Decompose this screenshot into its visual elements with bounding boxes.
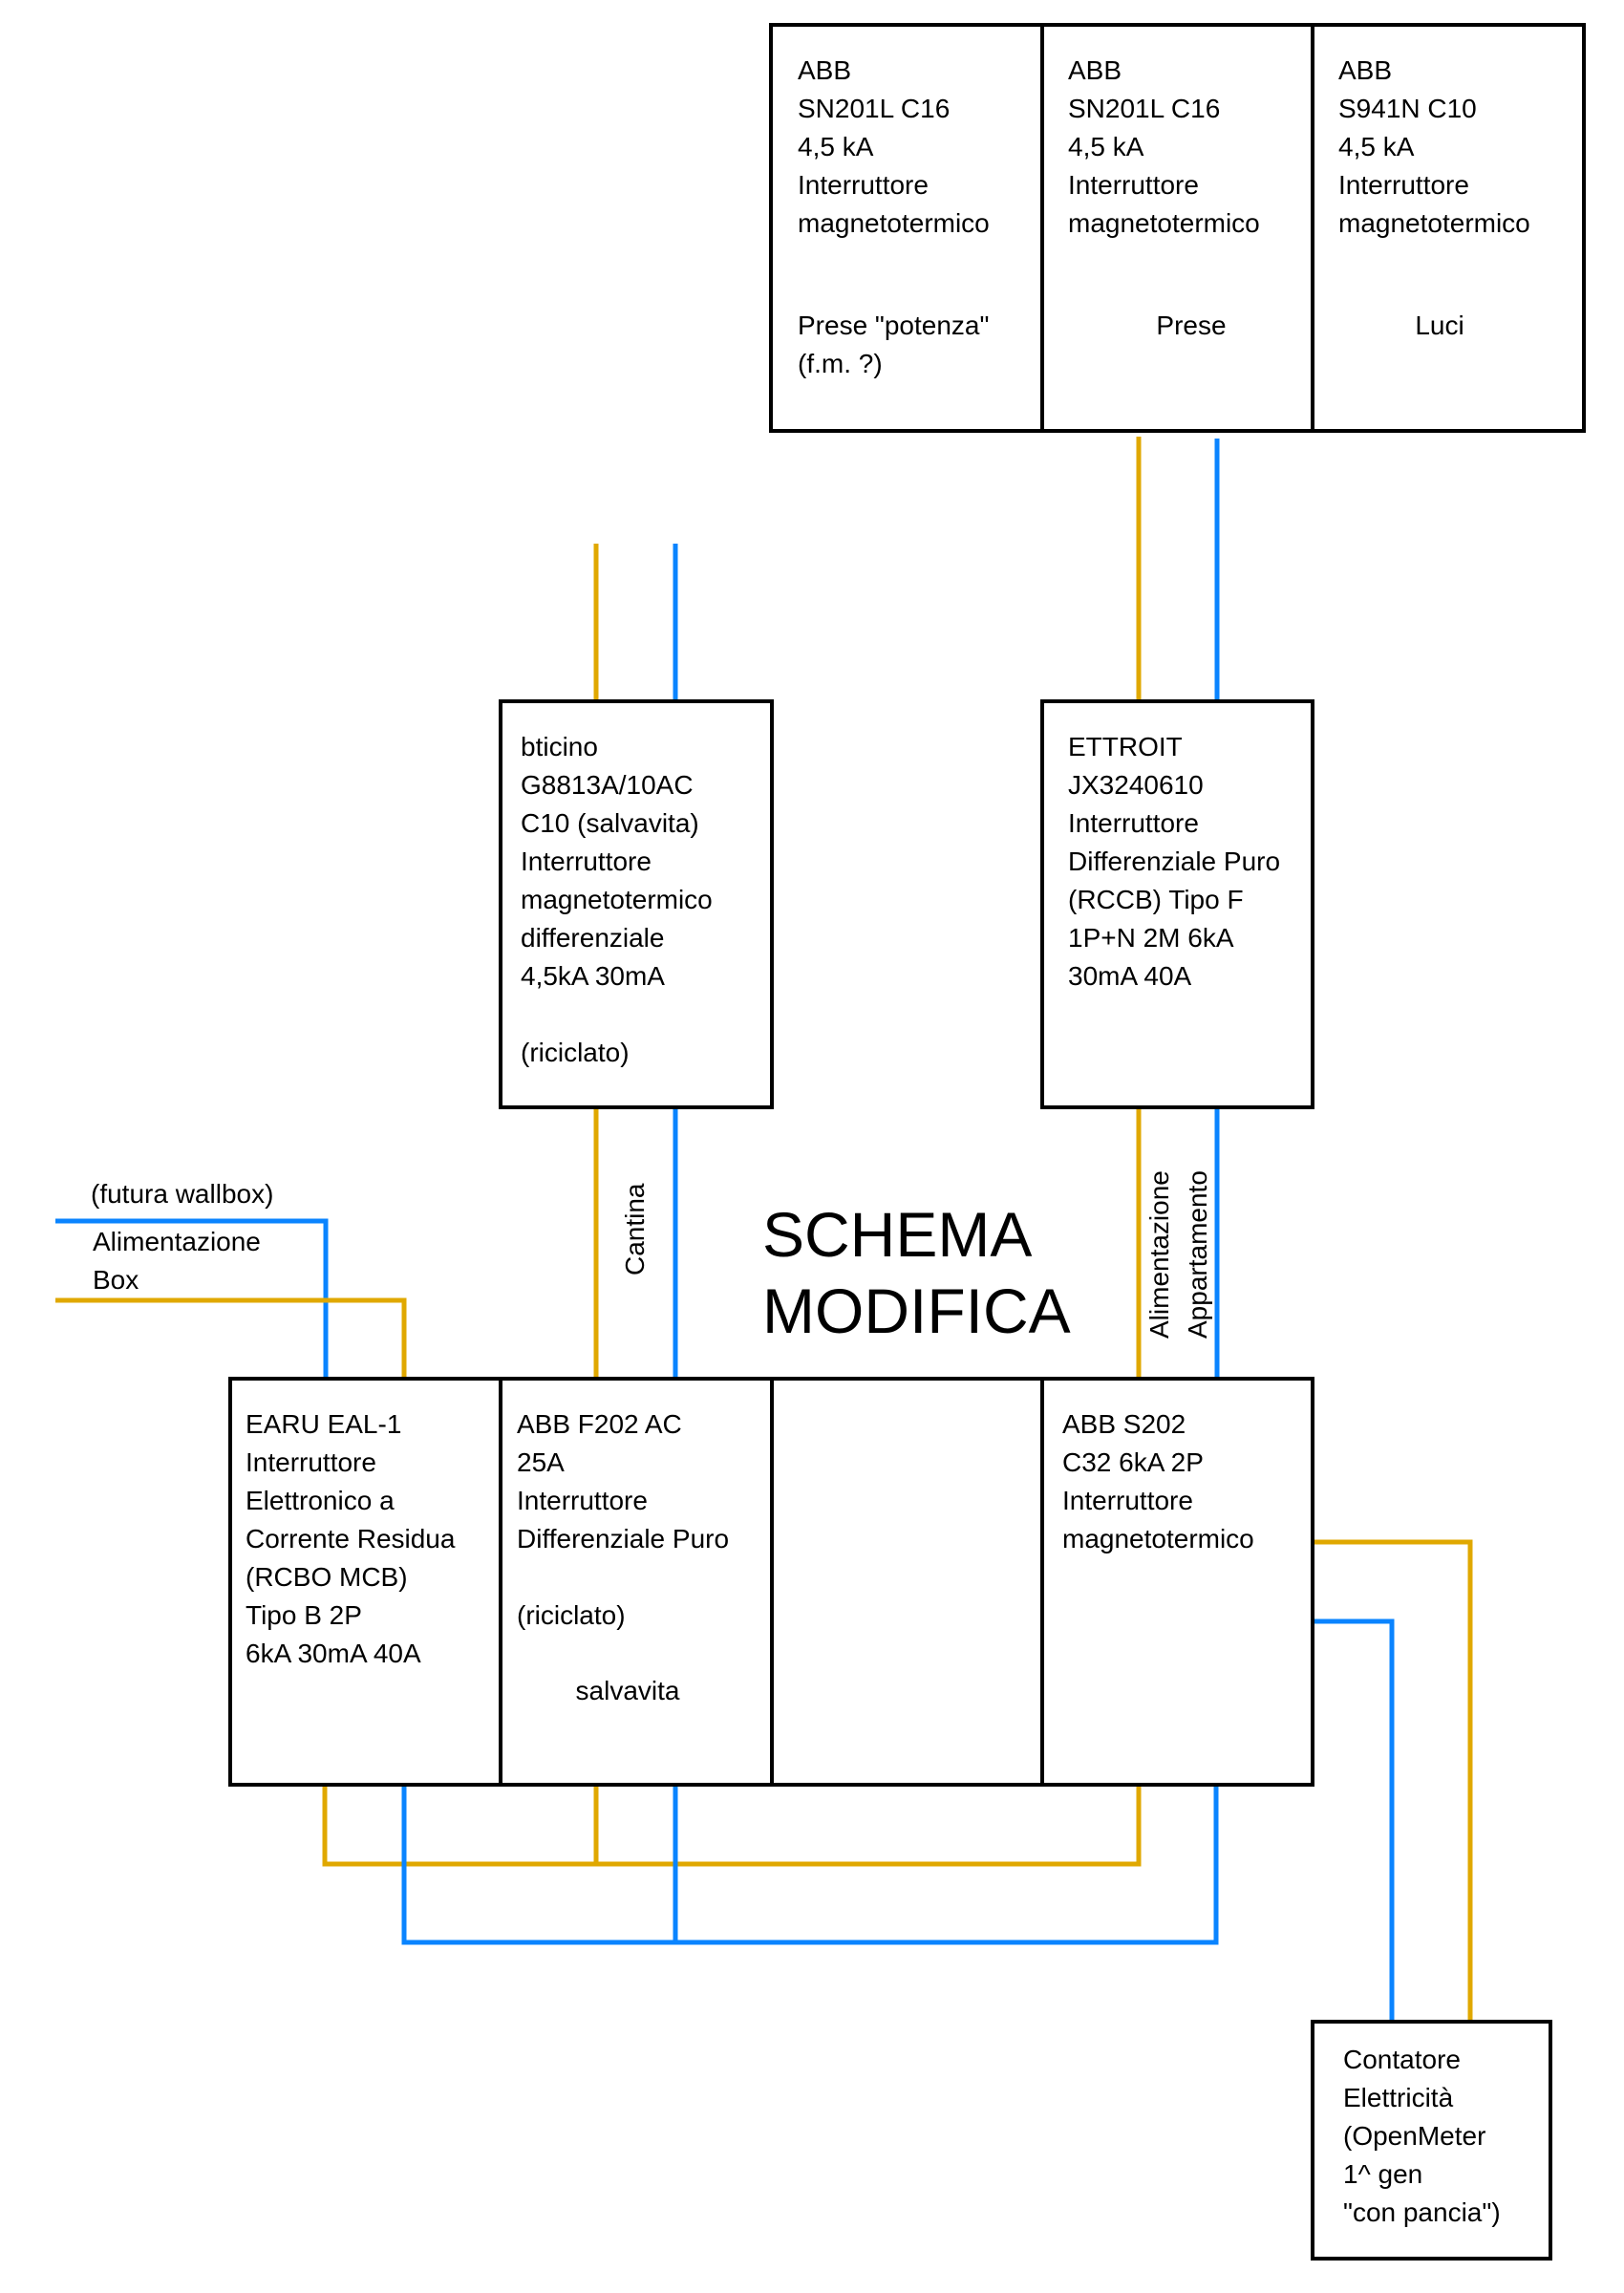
- breaker-abb-s941n-lights: ABB S941N C10 4,5 kA Interruttore magnetoter…: [1338, 55, 1530, 238]
- text-line: ABB: [798, 55, 851, 85]
- text-line: magnetotermico: [798, 208, 990, 238]
- text-line: (OpenMeter: [1343, 2121, 1485, 2151]
- text-line: Contatore: [1343, 2045, 1461, 2074]
- bus-phase: [322, 1785, 1142, 1867]
- text-line: 4,5kA 30mA: [521, 961, 665, 991]
- bus-neutral: [401, 1785, 1219, 1945]
- text-line: Interruttore: [517, 1486, 648, 1515]
- text-line: Appartamento: [1183, 1170, 1212, 1339]
- breaker-abb-sn201l-power-outlets: ABB SN201L C16 4,5 kA Interruttore magnetote…: [798, 55, 990, 238]
- text-line: SCHEMA: [762, 1199, 1032, 1270]
- text-line: Alimentazione: [93, 1227, 261, 1256]
- text-line: Alimentazione: [1144, 1170, 1174, 1339]
- meter-frame: [1311, 2020, 1552, 2261]
- text-line: ABB F202 AC: [517, 1409, 682, 1439]
- text-line: (RCCB) Tipo F: [1068, 885, 1244, 914]
- text-line: Interruttore: [1338, 170, 1469, 200]
- text-line: "con pancia"): [1343, 2197, 1501, 2227]
- text-line: Prese "potenza": [798, 311, 989, 340]
- text-line: ABB S202: [1062, 1409, 1186, 1439]
- text-line: differenziale: [521, 923, 664, 953]
- text-line: [517, 1562, 524, 1592]
- text-line: magnetotermico: [1068, 208, 1260, 238]
- text-line: Differenziale Puro: [1068, 846, 1280, 876]
- text-line: 6kA 30mA 40A: [246, 1639, 421, 1668]
- text-line: (f.m. ?): [798, 349, 883, 378]
- text-line: 1P+N 2M 6kA: [1068, 923, 1234, 953]
- text-line: S941N C10: [1338, 94, 1477, 123]
- top-row-frame: [769, 23, 1586, 433]
- text-line: ABB: [1068, 55, 1122, 85]
- wire-neutral-box-feed: [55, 1218, 329, 1379]
- text-line: 30mA 40A: [1068, 961, 1192, 991]
- text-line: 1^ gen: [1343, 2159, 1422, 2189]
- text-line: C32 6kA 2P: [1062, 1447, 1204, 1477]
- text-line: Interruttore: [521, 846, 652, 876]
- text-line: JX3240610: [1068, 770, 1204, 800]
- text-line: 25A: [517, 1447, 565, 1477]
- wire-phase-box-feed: [55, 1297, 407, 1379]
- wire-label-alimentazione-appartamento: Alimentazione Appartamento: [1144, 1170, 1212, 1339]
- bticino-frame: [499, 699, 774, 1109]
- text-line: Differenziale Puro: [517, 1524, 729, 1554]
- text-line: Interruttore: [246, 1447, 376, 1477]
- text-line: SN201L C16: [798, 94, 950, 123]
- text-line: magnetotermico: [521, 885, 713, 914]
- text-line: G8813A/10AC: [521, 770, 694, 800]
- text-line: magnetotermico: [1338, 208, 1530, 238]
- text-line: C10 (salvavita): [521, 808, 699, 838]
- circuit-label-outlets: Prese: [1156, 311, 1226, 340]
- text-line: Tipo B 2P: [246, 1600, 362, 1630]
- circuit-label-power-outlets: Prese "potenza" (f.m. ?): [798, 311, 989, 378]
- text-line: Interruttore: [1068, 170, 1199, 200]
- text-line: (riciclato): [517, 1600, 626, 1630]
- text-line: 4,5 kA: [1068, 132, 1144, 161]
- text-line: MODIFICA: [762, 1275, 1071, 1346]
- breaker-abb-sn201l-outlets: ABB SN201L C16 4,5 kA Interruttore magnetote…: [1068, 55, 1260, 238]
- wire-phase-s202-to-meter: [1313, 1539, 1473, 2022]
- text-line: ABB: [1338, 55, 1392, 85]
- wire-label-futura-wallbox: (futura wallbox): [91, 1179, 273, 1209]
- text-line: [521, 999, 528, 1029]
- text-line: Interruttore: [798, 170, 929, 200]
- text-line: ETTROIT: [1068, 732, 1183, 761]
- text-line: Box: [93, 1265, 139, 1295]
- text-line: Elettricità: [1343, 2083, 1454, 2112]
- text-line: (riciclato): [521, 1038, 630, 1067]
- ettroit-frame: [1040, 699, 1314, 1109]
- text-line: magnetotermico: [1062, 1524, 1254, 1554]
- text-line: EARU EAL-1: [246, 1409, 401, 1439]
- text-line: 4,5 kA: [798, 132, 874, 161]
- text-line: Interruttore: [1068, 808, 1199, 838]
- circuit-label-lights: Luci: [1415, 311, 1464, 340]
- wires: [55, 437, 1473, 2022]
- f202-note-salvavita: salvavita: [576, 1676, 680, 1705]
- text-line: Interruttore: [1062, 1486, 1193, 1515]
- wire-neutral-s202-to-meter: [1313, 1618, 1395, 2022]
- text-line: Elettronico a: [246, 1486, 395, 1515]
- text-line: Luci: [1415, 311, 1464, 340]
- text-line: bticino: [521, 732, 598, 761]
- top-row-panel: ABB SN201L C16 4,5 kA Interruttore magnetote…: [769, 23, 1586, 433]
- text-line: 4,5 kA: [1338, 132, 1415, 161]
- text-line: (RCBO MCB): [246, 1562, 408, 1592]
- text-line: Prese: [1156, 311, 1226, 340]
- text-line: Corrente Residua: [246, 1524, 456, 1554]
- wire-label-cantina: Cantina: [620, 1183, 650, 1275]
- text-line: SN201L C16: [1068, 94, 1220, 123]
